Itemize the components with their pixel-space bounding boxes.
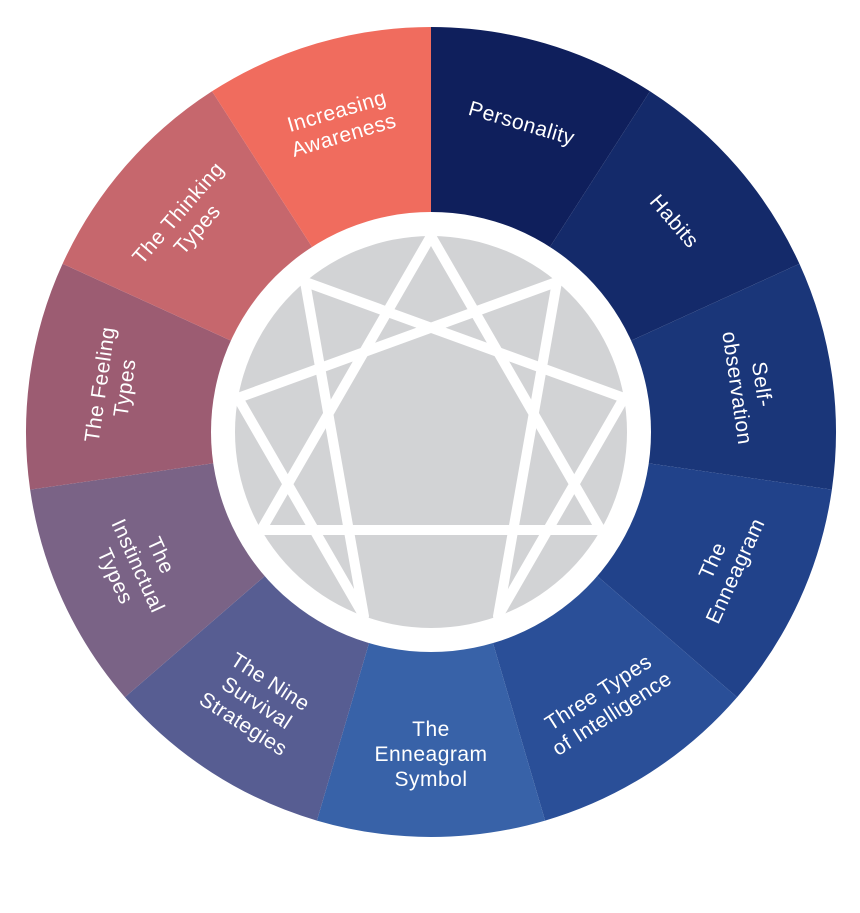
segment-three-types-of-intelligence — [488, 566, 738, 821]
segment-increasing-awareness — [212, 27, 431, 260]
segment-the-feeling-types — [25, 263, 245, 490]
segment-habits — [541, 91, 800, 347]
segment-the-enneagram — [585, 461, 832, 698]
segment-the-enneagram-symbol — [316, 628, 546, 838]
segment-the-thinking-types — [62, 91, 321, 347]
segment-self-observation — [617, 263, 836, 490]
enneagram-hexad — [232, 276, 630, 622]
segment-the-instinctual-types — [30, 461, 277, 698]
segment-personality — [431, 27, 650, 260]
enneagram-triangle — [256, 231, 606, 535]
segment-label-line: Symbol — [394, 768, 467, 791]
segment-label-line: The — [412, 718, 450, 741]
enneagram-symbol-lines — [232, 231, 630, 622]
segment-the-nine-survival-strategies — [124, 566, 374, 821]
enneagram-symbol-disc — [235, 236, 627, 628]
wheel-segments — [25, 27, 836, 838]
segment-label-line: Enneagram — [374, 743, 487, 766]
